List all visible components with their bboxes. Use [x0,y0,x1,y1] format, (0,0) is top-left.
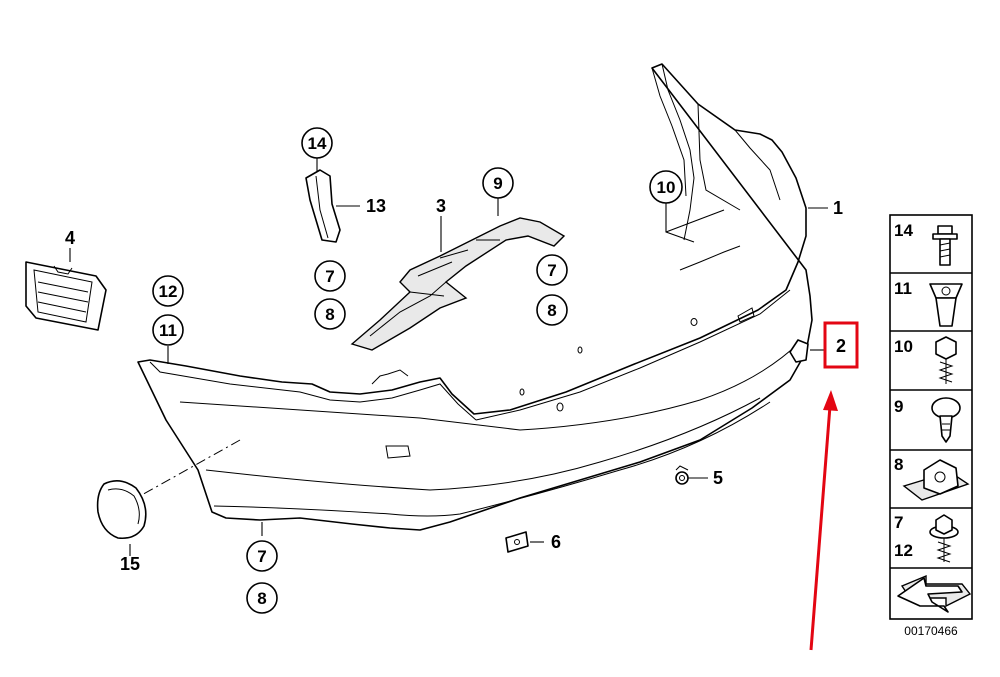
svg-text:7: 7 [547,261,556,280]
part-13-guide [305,169,341,243]
svg-text:7: 7 [325,267,334,286]
legend-label-14: 14 [894,221,913,240]
callout-7-mid: 7 [536,254,568,286]
leader-lines [69,158,828,556]
label-4: 4 [65,228,75,248]
bumper-cover [137,63,813,531]
bolt-icon [932,225,958,266]
callout-9: 9 [482,167,514,199]
fastener-legend: 14 11 10 9 8 [889,214,973,638]
svg-text:12: 12 [159,282,178,301]
part-3-bracket [350,217,566,351]
label-1: 1 [833,198,843,218]
label-2: 2 [836,336,846,356]
highlight-box-part-2: 2 [823,321,859,369]
svg-text:8: 8 [257,589,266,608]
label-13: 13 [366,196,386,216]
callout-7-lower: 7 [246,540,278,572]
spring-nut-icon [902,459,970,501]
collar-screw-icon [929,514,959,563]
label-3: 3 [436,196,446,216]
legend-label-10: 10 [894,337,913,356]
expanding-rivet-icon [931,397,961,443]
callout-8-lower: 8 [246,582,278,614]
svg-text:14: 14 [308,134,327,153]
svg-text:10: 10 [657,178,676,197]
svg-text:8: 8 [325,305,334,324]
legend-label-12: 12 [894,541,913,560]
svg-text:7: 7 [257,547,266,566]
part-5-clip [675,465,689,485]
legend-label-11: 11 [894,279,912,298]
callout-14: 14 [301,127,333,159]
clip-nut-icon [929,283,963,327]
svg-text:11: 11 [159,321,177,340]
legend-label-7: 7 [894,513,903,532]
label-15: 15 [120,554,140,574]
part-15-tow-cover [96,480,147,540]
callout-8-upper: 8 [314,298,346,330]
doc-id: 00170466 [904,624,958,638]
callout-10: 10 [649,170,683,204]
callout-11: 11 [152,314,184,346]
callout-12: 12 [152,275,184,307]
part-4-grille [25,261,107,331]
direction-arrow-icon [897,574,972,613]
callout-8-mid: 8 [536,294,568,326]
svg-text:8: 8 [547,301,556,320]
svg-text:9: 9 [493,174,502,193]
callout-7-upper: 7 [314,260,346,292]
label-5: 5 [713,468,723,488]
part-6-tab [505,531,529,553]
legend-label-9: 9 [894,397,903,416]
part-2-cap [789,339,809,363]
label-6: 6 [551,532,561,552]
hex-screw-icon [935,336,957,384]
legend-label-8: 8 [894,455,903,474]
red-arrow-icon [809,390,838,651]
